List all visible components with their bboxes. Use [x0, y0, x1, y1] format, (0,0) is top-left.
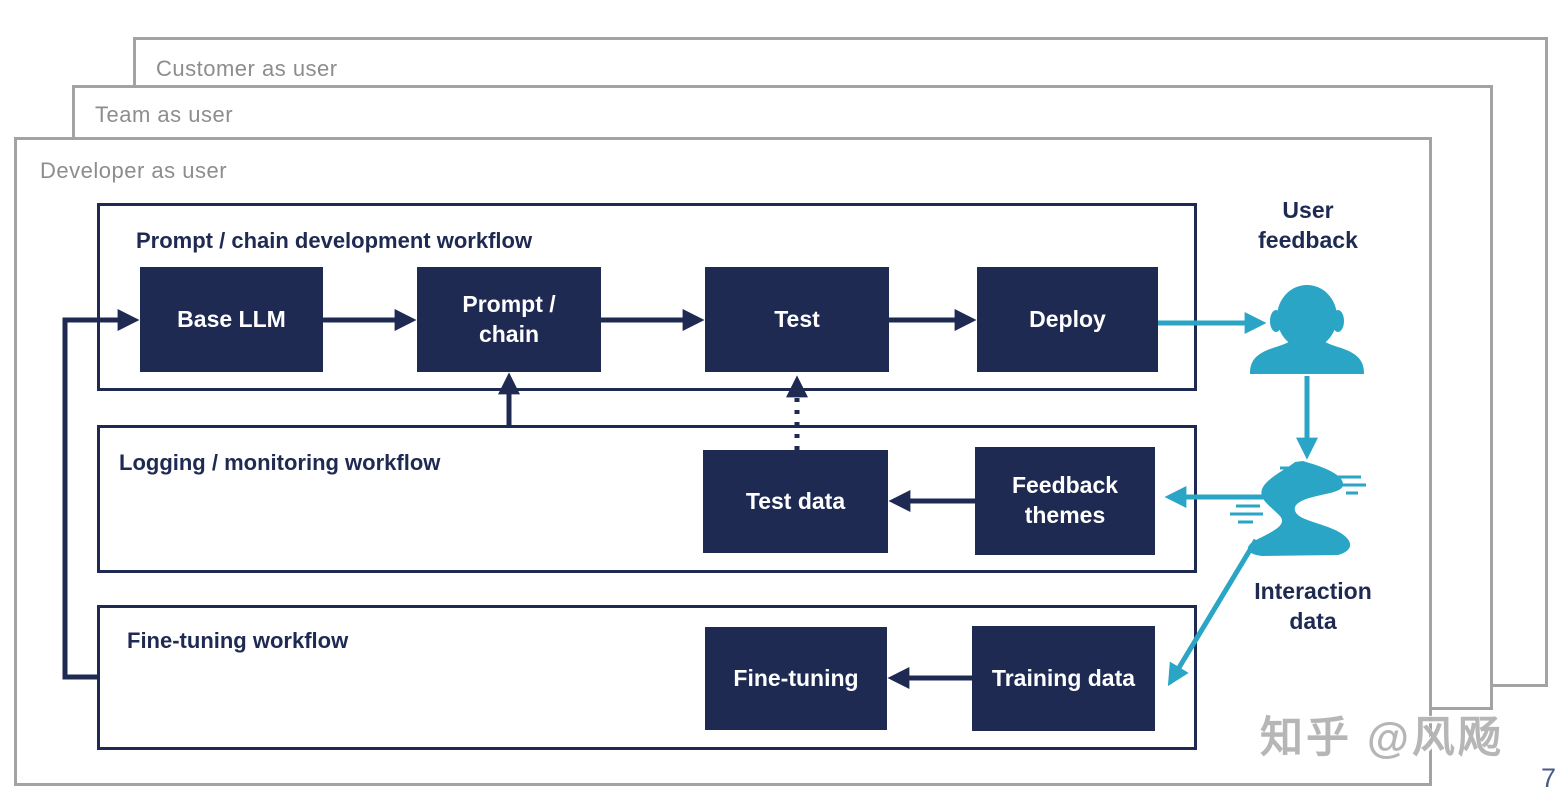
workflow-title: Prompt / chain development workflow — [136, 228, 533, 253]
frame-label-developer: Developer as user — [40, 158, 228, 183]
node-training-data: Training data — [972, 626, 1155, 731]
node-deploy: Deploy — [977, 267, 1158, 372]
watermark: 知乎 @风飏 — [1260, 714, 1504, 762]
node-base-llm: Base LLM — [140, 267, 323, 372]
node-fine-tuning: Fine-tuning — [705, 627, 887, 730]
workflow-title: Logging / monitoring workflow — [119, 450, 441, 475]
user-feedback-label: User feedback — [1258, 197, 1358, 253]
node-prompt-chain: Prompt / chain — [417, 267, 601, 372]
node-feedback-themes: Feedback themes — [975, 447, 1155, 555]
interaction-data-label: Interaction data — [1254, 578, 1372, 634]
frame-label-customer: Customer as user — [156, 56, 338, 81]
page-number: 7 — [1541, 763, 1556, 793]
node-test-data: Test data — [703, 450, 888, 553]
workflow-title: Fine-tuning workflow — [127, 628, 349, 653]
frame-label-team: Team as user — [95, 102, 234, 127]
node-test: Test — [705, 267, 889, 372]
